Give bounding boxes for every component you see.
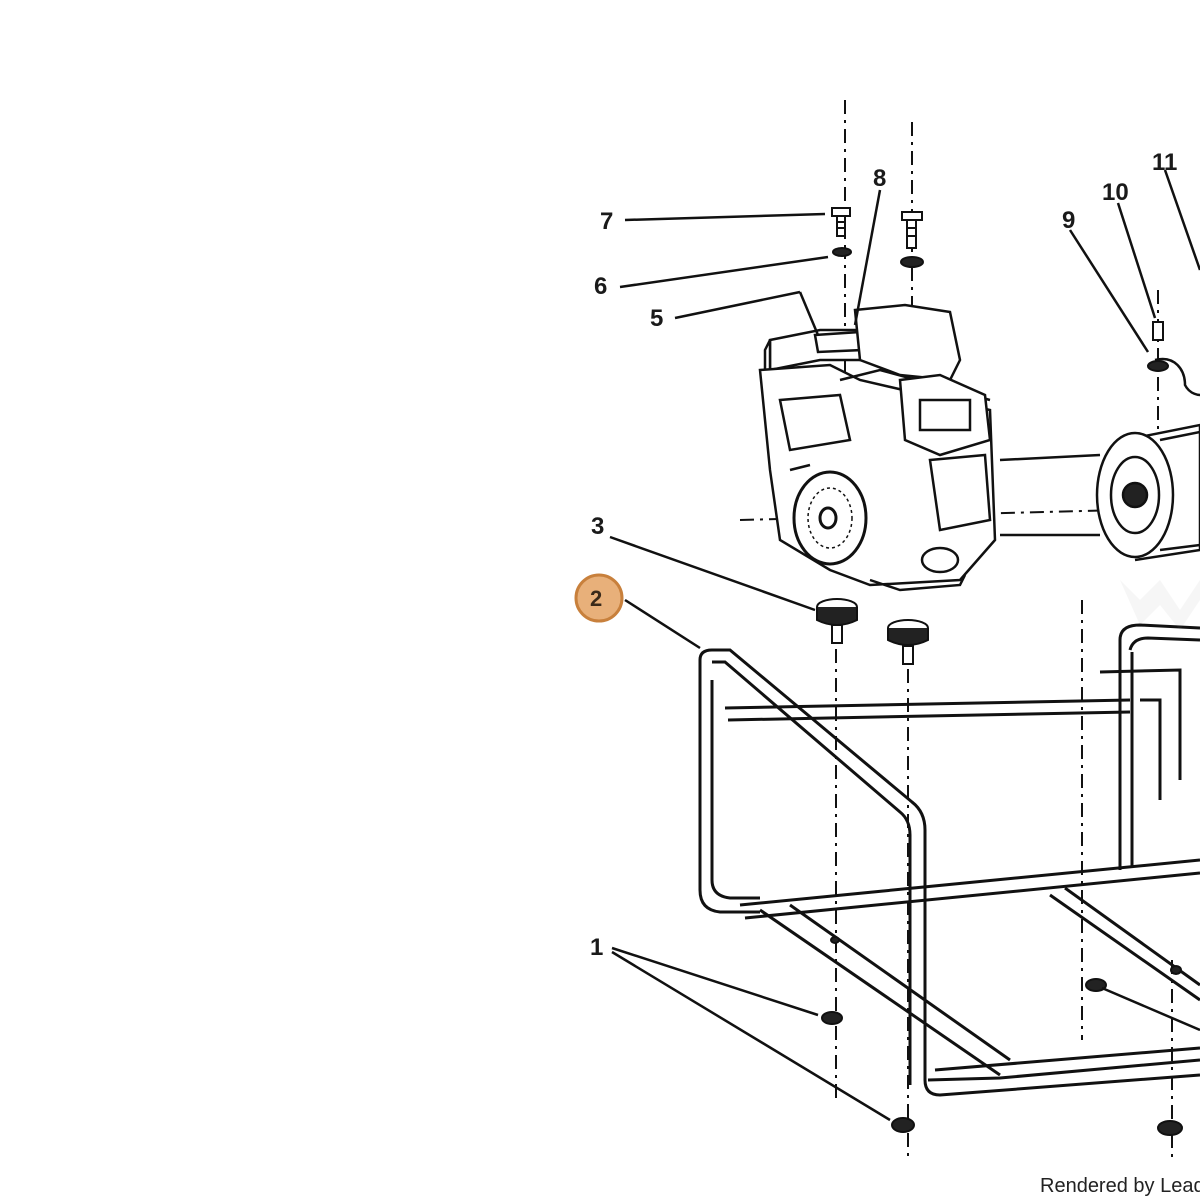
leader-lines [609,169,1200,1122]
render-footer: Rendered by LeadVe [1040,1175,1200,1197]
callout-2[interactable]: 2 [590,586,602,611]
callout-1: 1 [590,934,603,961]
highlight-circle[interactable] [574,573,624,623]
callout-8: 8 [873,165,886,192]
callout-9: 9 [1062,207,1075,234]
callout-10: 10 [1102,179,1129,206]
generator [999,357,1200,562]
bolt-9-10 [1147,321,1169,372]
callout-2-highlighted[interactable]: 2 [574,573,624,623]
callout-3: 3 [591,513,604,540]
callout-11: 11 [1152,149,1177,176]
frame [698,623,1200,1097]
foot-mounts-1 [821,936,1183,1136]
recoil-starter [792,470,868,566]
callout-5: 5 [650,305,663,332]
axis-lines [739,100,1173,1160]
watermark-logo [1120,580,1200,630]
engine [758,303,997,592]
mount-3-right [887,619,929,665]
callout-6: 6 [594,273,607,300]
callout-labels: 7 6 5 8 9 10 11 3 1 2 [574,149,1177,961]
mount-3-left [816,598,858,644]
bolt-right [900,211,924,268]
washer-6 [832,247,852,257]
callout-7: 7 [600,208,613,235]
bolt-7 [831,207,851,237]
